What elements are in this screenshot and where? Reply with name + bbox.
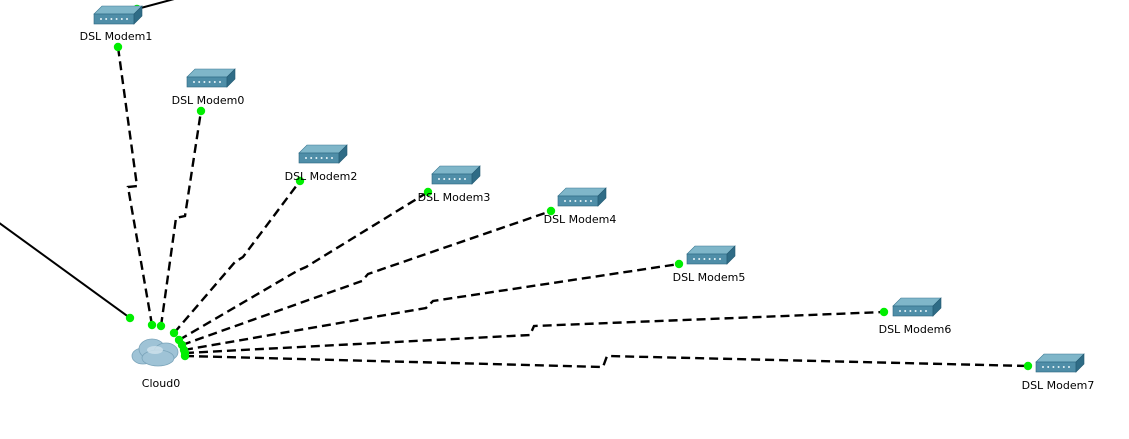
port-led-icon [295, 176, 305, 186]
device-modem3[interactable]: DSL Modem3 [418, 165, 491, 204]
dsl-modem-icon[interactable] [186, 68, 236, 88]
port-led-icon [879, 307, 889, 317]
device-label: DSL Modem5 [673, 271, 746, 284]
device-label: DSL Modem1 [80, 30, 153, 43]
dsl-modem-icon[interactable] [686, 245, 736, 265]
device-cloud0[interactable]: Cloud0 [131, 338, 180, 390]
dsl-modem-icon[interactable] [892, 297, 942, 317]
link-cloud0-modem1[interactable] [116, 46, 154, 326]
port-led-icon [147, 320, 157, 330]
port-led-icon [169, 328, 179, 338]
dsl-modem-icon[interactable] [431, 165, 481, 185]
port-led-icon [423, 187, 433, 197]
device-label: DSL Modem3 [418, 191, 491, 204]
device-modem4[interactable]: DSL Modem4 [544, 187, 617, 226]
link-cloud0-modem5[interactable] [183, 262, 680, 352]
link-cloud0-modem7[interactable] [184, 354, 1029, 369]
link-cloud0-modem4[interactable] [181, 209, 552, 347]
dsl-modem-icon[interactable] [1035, 353, 1085, 373]
device-modem6[interactable]: DSL Modem6 [879, 297, 952, 336]
dsl-modem-icon[interactable] [298, 144, 348, 164]
device-modem0[interactable]: DSL Modem0 [172, 68, 245, 107]
port-led-icon [546, 206, 556, 216]
dsl-modem-icon[interactable] [557, 187, 607, 207]
device-label: DSL Modem6 [879, 323, 952, 336]
link-cloud0-offscreen-left[interactable] [0, 222, 131, 319]
device-label: DSL Modem2 [285, 170, 358, 183]
cloud-icon[interactable] [131, 338, 179, 367]
port-led-icon [674, 259, 684, 269]
device-modem2[interactable]: DSL Modem2 [285, 144, 358, 183]
device-label: DSL Modem4 [544, 213, 617, 226]
link-cloud0-modem2[interactable] [173, 180, 301, 334]
link-cloud0-modem0[interactable] [159, 110, 203, 327]
dsl-modem-icon[interactable] [93, 5, 143, 25]
port-led-icon [156, 321, 166, 331]
link-cloud0-modem6[interactable] [184, 310, 885, 355]
device-modem7[interactable]: DSL Modem7 [1022, 353, 1095, 392]
device-modem5[interactable]: DSL Modem5 [673, 245, 746, 284]
port-led-icon [196, 106, 206, 116]
device-label: Cloud0 [142, 377, 180, 390]
port-led-icon [1023, 361, 1033, 371]
device-label: DSL Modem0 [172, 94, 245, 107]
links-layer [0, 0, 1029, 369]
link-cloud0-modem3[interactable] [178, 190, 429, 342]
port-led-icon [113, 42, 123, 52]
port-led-icon [180, 351, 190, 361]
port-leds-layer [113, 4, 1033, 371]
link-modem1-offscreen-top[interactable] [136, 0, 178, 10]
device-label: DSL Modem7 [1022, 379, 1095, 392]
device-modem1[interactable]: DSL Modem1 [80, 5, 153, 43]
port-led-icon [125, 313, 135, 323]
